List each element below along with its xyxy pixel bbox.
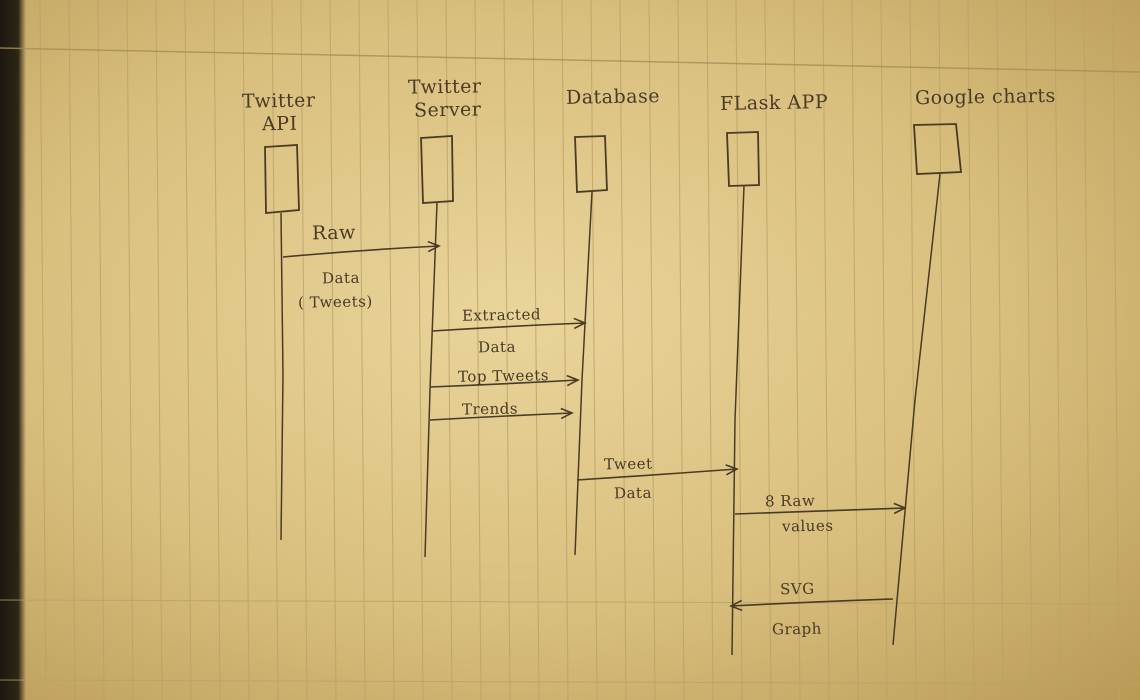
ruled-line-vertical — [532, 0, 540, 700]
ruled-line-vertical — [735, 0, 743, 700]
lifeline-flask-app — [731, 185, 745, 656]
ruled-line-vertical — [793, 0, 801, 700]
ruled-line-vertical — [358, 0, 366, 700]
msg-svg-label: SVG — [779, 579, 815, 599]
msg-raw-label3: ( Tweets) — [297, 292, 373, 312]
msg-raw-values-label: 8 Raw — [764, 491, 816, 511]
ruled-line-vertical — [1054, 0, 1062, 700]
ruled-line-vertical — [677, 0, 685, 700]
ruled-line-vertical — [996, 0, 1004, 700]
ruled-line-vertical — [445, 0, 453, 700]
ruled-line-vertical — [126, 0, 134, 700]
ruled-line-horizontal — [0, 679, 1140, 685]
ruled-line-vertical — [967, 0, 975, 700]
ruled-line-vertical — [909, 0, 917, 700]
ruled-line-vertical — [1083, 0, 1091, 700]
msg-raw-values-label2: values — [781, 516, 834, 536]
lifeline-box-twitter-server — [420, 135, 454, 204]
participant-twitter-server-line1: Twitter — [407, 75, 482, 99]
ruled-line-horizontal — [0, 599, 1140, 605]
msg-tweet-data-label: Tweet — [603, 454, 653, 474]
arrow-raw-data — [282, 240, 441, 258]
ruled-line-vertical — [619, 0, 627, 700]
arrow-extracted-data — [431, 317, 587, 332]
msg-raw-label: Raw — [311, 221, 357, 245]
paper-shadow-edge — [0, 0, 26, 700]
participant-flask-app: FLask APP — [719, 91, 829, 115]
ruled-line-vertical — [706, 0, 714, 700]
ruled-line-vertical — [387, 0, 395, 700]
msg-graph-label: Graph — [771, 619, 823, 639]
lifeline-twitter-server — [424, 202, 438, 558]
arrow-tweet-data — [576, 464, 739, 481]
participant-twitter-api-line1: Twitter — [241, 89, 316, 113]
ruled-line-vertical — [271, 0, 279, 700]
msg-extracted-label: Extracted — [461, 305, 542, 325]
lifeline-google-charts — [892, 173, 941, 646]
arrow-top-tweets — [429, 374, 580, 388]
ruled-line-vertical — [851, 0, 859, 700]
participant-google-charts: Google charts — [914, 84, 1056, 110]
ruled-line-vertical — [474, 0, 482, 700]
ruled-line-vertical — [97, 0, 105, 700]
ruled-line-vertical — [503, 0, 511, 700]
ruled-line-vertical — [68, 0, 76, 700]
ruled-line-vertical — [880, 0, 888, 700]
ruled-line-vertical — [416, 0, 424, 700]
participant-twitter-api-line2: API — [261, 112, 298, 136]
arrow-svg-graph — [729, 598, 894, 612]
lifeline-box-flask-app — [726, 131, 760, 187]
ruled-line-vertical — [1112, 0, 1120, 700]
ruled-line-vertical — [329, 0, 337, 700]
arrow-trends — [429, 407, 574, 421]
ruled-line-vertical — [764, 0, 772, 700]
ruled-line-vertical — [300, 0, 308, 700]
msg-top-tweets-label: Top Tweets — [457, 366, 550, 386]
lifeline-database — [574, 191, 593, 556]
msg-raw-label2: Data — [321, 268, 361, 288]
ruled-line-vertical — [648, 0, 656, 700]
ruled-line-vertical — [155, 0, 163, 700]
ruled-line-vertical — [561, 0, 569, 700]
ruled-line-vertical — [184, 0, 192, 700]
msg-trends-label: Trends — [461, 399, 519, 419]
lifeline-box-google-charts — [913, 123, 962, 175]
ruled-line-vertical — [242, 0, 250, 700]
ruled-line-vertical — [938, 0, 946, 700]
ruled-line-vertical — [822, 0, 830, 700]
ruled-line-vertical — [590, 0, 598, 700]
lifeline-box-database — [574, 135, 608, 193]
arrow-raw-values — [734, 502, 907, 515]
top-margin-line — [0, 47, 1140, 73]
lifeline-box-twitter-api — [264, 144, 300, 214]
ruled-line-vertical — [213, 0, 221, 700]
participant-database: Database — [565, 85, 661, 109]
msg-extracted-label2: Data — [477, 337, 517, 357]
msg-tweet-data-label2: Data — [613, 483, 653, 503]
participant-twitter-server-line2: Server — [413, 98, 482, 122]
ruled-line-vertical — [1025, 0, 1033, 700]
lifeline-twitter-api — [280, 212, 284, 541]
ruled-line-vertical — [39, 0, 47, 700]
